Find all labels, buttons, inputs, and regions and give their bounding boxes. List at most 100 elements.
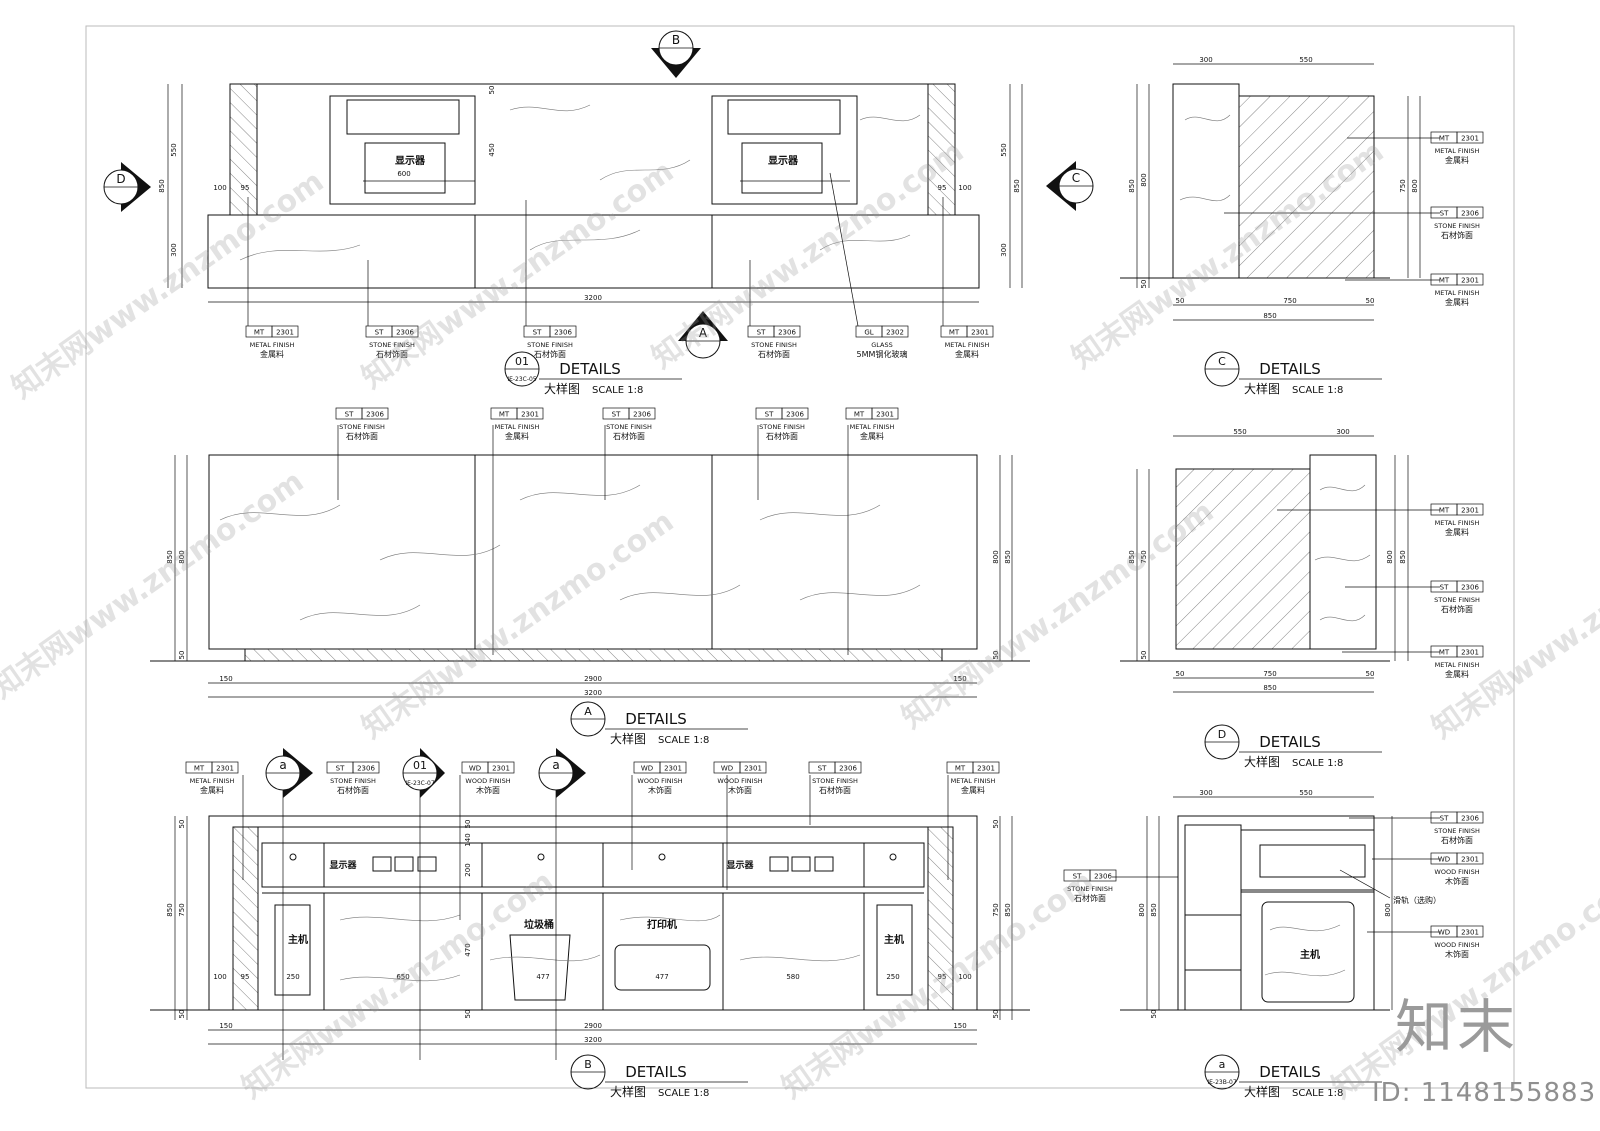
dimension-value: 95 [241, 184, 250, 192]
ref-sheet: IE-23C-07 [405, 780, 435, 787]
title-subtitle: 大样图 [1244, 1084, 1280, 1099]
tag-number: 2301 [1461, 277, 1479, 285]
tag-number: 2301 [1461, 929, 1479, 937]
dimension-value: 2900 [584, 1022, 602, 1030]
dimension-value: 3200 [584, 689, 602, 697]
dimension-value: 50 [464, 820, 472, 829]
elevation-A [150, 454, 1030, 662]
dimension-value: 95 [938, 973, 947, 981]
dimension-value: 550 [1233, 428, 1246, 436]
tag-english: STONE FINISH [751, 341, 797, 349]
title-subtitle: 大样图 [610, 1084, 646, 1099]
dimension-value: 250 [286, 973, 299, 981]
dimension-value: 50 [1176, 670, 1185, 678]
tag-number: 2301 [1461, 135, 1479, 143]
tag-chinese: 石材饰面 [337, 785, 369, 795]
host-label: 主机 [1300, 948, 1320, 961]
title-subtitle: 大样图 [1244, 381, 1280, 396]
title-scale: SCALE 1:8 [592, 385, 643, 396]
marker-label: a [279, 758, 286, 772]
tag-code: ST [818, 765, 827, 773]
dimension-value: 850 [166, 550, 174, 563]
tag-code: ST [765, 411, 774, 419]
tag-english: WOOD FINISH [717, 777, 762, 785]
tag-code: MT [1439, 277, 1450, 285]
dimension-value: 477 [536, 973, 549, 981]
monitor-label: 显示器 [726, 860, 754, 871]
title-heading: DETAILS [625, 710, 687, 728]
dimension-value: 50 [1140, 280, 1148, 289]
tag-english: METAL FINISH [190, 777, 235, 785]
tag-code: ST [375, 329, 384, 337]
tag-number: 2302 [886, 329, 904, 337]
sheet-frame [85, 25, 1515, 1089]
tag-chinese: 金属料 [260, 349, 284, 359]
dimension-value: 850 [1128, 179, 1136, 192]
dimension-value: 850 [1004, 550, 1012, 563]
tag-english: STONE FINISH [1434, 827, 1480, 835]
dimension-value: 850 [158, 179, 166, 192]
tag-code: ST [1440, 210, 1449, 218]
tag-english: METAL FINISH [945, 341, 990, 349]
section-marker-a: a [538, 748, 586, 798]
tag-code: ST [533, 329, 542, 337]
tag-number: 2306 [778, 329, 796, 337]
dimension-value: 800 [1411, 179, 1419, 192]
tag-number: 2306 [396, 329, 414, 337]
dimension-value: 50 [1366, 670, 1375, 678]
dimension-value: 200 [464, 863, 472, 876]
dimension-value: 600 [397, 170, 410, 178]
tag-code: ST [612, 411, 621, 419]
tag-code: MT [949, 329, 960, 337]
title-scale: SCALE 1:8 [658, 735, 709, 746]
dimension-value: 3200 [584, 294, 602, 302]
dimension-value: 150 [219, 675, 232, 683]
dimension-value: 650 [396, 973, 409, 981]
dimension-value: 850 [1128, 550, 1136, 563]
dimension-value: 850 [1263, 684, 1276, 692]
section-marker-a: a [265, 748, 313, 798]
trash-bin-label: 垃圾桶 [524, 918, 554, 931]
tag-english: STONE FINISH [1434, 596, 1480, 604]
dimension-value: 50 [992, 651, 1000, 660]
section-marker-A: A [678, 311, 728, 359]
dimension-value: 850 [1150, 903, 1158, 916]
image-id: ID: 1148155883 [1372, 1078, 1597, 1108]
tag-number: 2301 [216, 765, 234, 773]
tag-chinese: 石材饰面 [534, 349, 566, 359]
dimension-value: 750 [1140, 550, 1148, 563]
tag-number: 2301 [1461, 649, 1479, 657]
marker-label: a [552, 758, 559, 772]
tag-chinese: 石材饰面 [1441, 835, 1473, 845]
tag-english: STONE FINISH [339, 423, 385, 431]
title-number: C [1218, 355, 1226, 368]
tag-english: WOOD FINISH [1434, 941, 1479, 949]
tag-chinese: 石材饰面 [613, 431, 645, 441]
tag-english: STONE FINISH [330, 777, 376, 785]
tag-code: MT [955, 765, 966, 773]
dimension-value: 250 [886, 973, 899, 981]
tag-english: GLASS [871, 341, 893, 349]
dimension-value: 50 [1140, 651, 1148, 660]
tag-chinese: 5MM钢化玻璃 [857, 349, 908, 359]
tag-code: ST [1440, 815, 1449, 823]
dimension-value: 550 [1000, 143, 1008, 156]
title-number: A [584, 705, 592, 718]
dimension-value: 50 [1176, 297, 1185, 305]
dimension-value: 470 [464, 943, 472, 956]
dimension-value: 300 [1000, 243, 1008, 256]
